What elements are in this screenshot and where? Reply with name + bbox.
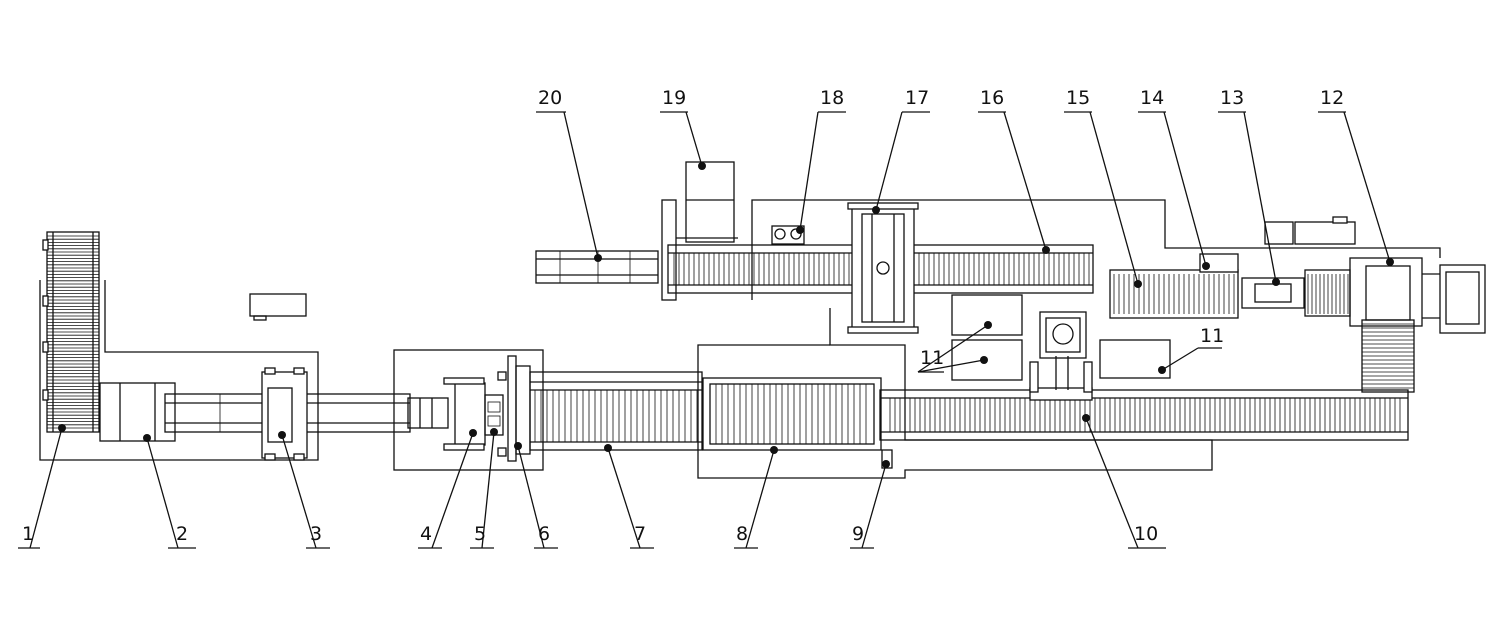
callout-label-3: 3	[310, 523, 322, 545]
callout-15: 15	[1064, 87, 1142, 288]
callout-label-15: 15	[1066, 87, 1090, 109]
callouts: 1 2 3 4 5	[18, 87, 1394, 549]
module-8	[702, 377, 882, 451]
callout-11-right: 11	[1158, 325, 1224, 374]
callout-1: 1	[18, 424, 66, 549]
callout-label-11b: 11	[1200, 325, 1224, 347]
callout-label-10: 10	[1134, 523, 1158, 545]
roller-conveyor-7	[529, 371, 703, 451]
work-tables-11	[951, 294, 1171, 381]
callout-5: 5	[470, 428, 498, 549]
transfer-rails-2-3	[99, 367, 411, 461]
callout-19: 19	[660, 87, 706, 170]
callout-label-8: 8	[736, 523, 748, 545]
callout-label-7: 7	[634, 523, 646, 545]
callout-3: 3	[278, 431, 330, 549]
callout-label-5: 5	[474, 523, 486, 545]
callout-10: 10	[1082, 414, 1166, 549]
callout-label-20: 20	[538, 87, 562, 109]
callout-4: 4	[418, 429, 477, 549]
callout-6: 6	[514, 442, 558, 549]
callout-20: 20	[536, 87, 602, 262]
callout-label-6: 6	[538, 523, 550, 545]
callout-label-16: 16	[980, 87, 1004, 109]
callout-11-left: 11	[917, 321, 992, 373]
callout-7: 7	[604, 444, 654, 549]
tower-19	[661, 161, 738, 301]
callout-2: 2	[143, 434, 196, 549]
callout-13: 13	[1218, 87, 1280, 286]
corner-conveyor-12	[1349, 257, 1486, 393]
callout-label-1: 1	[22, 523, 34, 545]
robot-18	[771, 225, 805, 245]
callout-label-12: 12	[1320, 87, 1344, 109]
callout-label-17: 17	[905, 87, 929, 109]
callout-label-14: 14	[1140, 87, 1164, 109]
callout-label-2: 2	[176, 523, 188, 545]
robot-10	[1039, 311, 1087, 390]
callout-14: 14	[1138, 87, 1210, 270]
area-outlines	[39, 199, 1441, 479]
control-panel-left	[249, 293, 307, 321]
gantry-17	[847, 202, 919, 334]
upper-conveyor-13-16	[667, 216, 1356, 319]
callout-17: 17	[872, 87, 930, 214]
callout-label-11a: 11	[920, 347, 944, 369]
callout-label-9: 9	[852, 523, 864, 545]
callout-label-4: 4	[420, 523, 432, 545]
callout-16: 16	[978, 87, 1050, 254]
callout-9: 9	[850, 460, 890, 549]
callout-12: 12	[1318, 87, 1394, 266]
callout-label-18: 18	[820, 87, 844, 109]
callout-18: 18	[796, 87, 846, 234]
callout-label-13: 13	[1220, 87, 1244, 109]
callout-label-19: 19	[662, 87, 686, 109]
callout-8: 8	[734, 446, 778, 549]
vertical-roller-conveyor-1	[42, 231, 100, 433]
roller-conveyor-10	[879, 361, 1409, 469]
